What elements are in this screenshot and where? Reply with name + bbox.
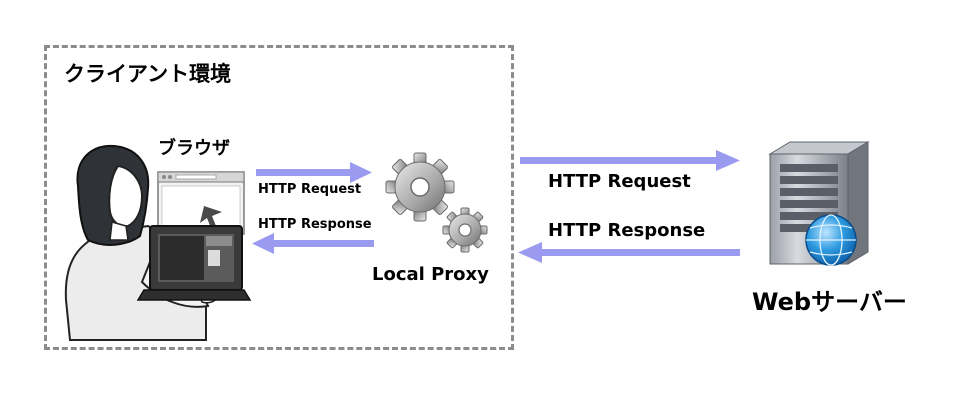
browser-label: ブラウザ xyxy=(158,138,230,159)
person-with-laptop-icon xyxy=(64,144,219,341)
server-request-label: HTTP Request xyxy=(548,171,691,192)
client-environment-title: クライアント環境 xyxy=(64,62,232,86)
arrow-proxy-to-server xyxy=(520,150,740,171)
proxy-request-label: HTTP Request xyxy=(258,182,362,197)
server-globe-icon xyxy=(768,141,870,266)
web-server-label: Webサーバー xyxy=(752,288,907,316)
gears-icon xyxy=(385,152,488,253)
arrow-server-to-proxy xyxy=(518,242,740,263)
arrow-browser-to-proxy xyxy=(256,162,372,183)
proxy-response-label: HTTP Response xyxy=(258,217,372,232)
client-environment-box xyxy=(44,45,514,350)
browser-window-icon xyxy=(157,171,245,235)
arrow-proxy-to-browser xyxy=(252,233,374,254)
server-response-label: HTTP Response xyxy=(548,220,706,241)
local-proxy-label: Local Proxy xyxy=(372,264,489,285)
laptop-icon xyxy=(136,225,252,301)
